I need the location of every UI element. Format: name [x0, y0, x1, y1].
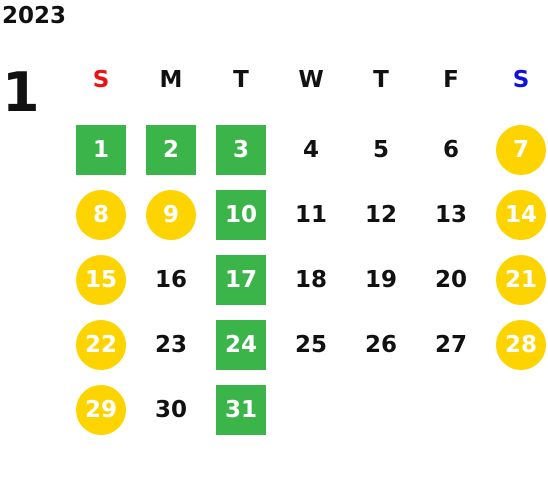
calendar-day-highlighted[interactable]: 24 — [216, 320, 266, 370]
calendar-day[interactable]: 25 — [294, 332, 327, 358]
calendar-day[interactable]: 18 — [294, 267, 327, 293]
weekday-header: S — [92, 67, 110, 93]
weekday-header: W — [298, 67, 324, 93]
weekday-header: S — [512, 67, 530, 93]
weekday-header: T — [233, 67, 249, 93]
calendar-day-highlighted[interactable]: 2 — [146, 125, 196, 175]
calendar-year: 2023 — [2, 3, 67, 29]
calendar-day-highlighted[interactable]: 17 — [216, 255, 266, 305]
calendar-day[interactable]: 11 — [294, 202, 327, 228]
weekday-header: F — [443, 67, 459, 93]
calendar-day[interactable]: 16 — [154, 267, 187, 293]
calendar-day[interactable]: 12 — [364, 202, 397, 228]
calendar-day-holiday[interactable]: 9 — [146, 190, 196, 240]
calendar-day[interactable]: 19 — [364, 267, 397, 293]
calendar-day-holiday[interactable]: 15 — [76, 255, 126, 305]
weekday-header: M — [159, 67, 183, 93]
calendar-day-holiday[interactable]: 8 — [76, 190, 126, 240]
calendar-day-holiday[interactable]: 22 — [76, 320, 126, 370]
calendar-day-holiday[interactable]: 21 — [496, 255, 546, 305]
calendar-day-holiday[interactable]: 7 — [496, 125, 546, 175]
calendar-day[interactable]: 23 — [154, 332, 187, 358]
weekday-header: T — [373, 67, 389, 93]
calendar-grid: S M T W T F S 1 2 3 4 5 6 7 8 9 10 11 12… — [66, 0, 548, 503]
calendar-day-holiday[interactable]: 14 — [496, 190, 546, 240]
calendar-day-holiday[interactable]: 29 — [76, 385, 126, 435]
calendar-day[interactable]: 13 — [434, 202, 467, 228]
calendar-day[interactable]: 5 — [372, 137, 389, 163]
calendar-day[interactable]: 6 — [442, 137, 459, 163]
calendar-day-holiday[interactable]: 28 — [496, 320, 546, 370]
calendar-day[interactable]: 20 — [434, 267, 467, 293]
calendar-day[interactable]: 4 — [302, 137, 319, 163]
calendar-day[interactable]: 26 — [364, 332, 397, 358]
calendar-day-highlighted[interactable]: 3 — [216, 125, 266, 175]
calendar-day[interactable]: 30 — [154, 397, 187, 423]
calendar-day-highlighted[interactable]: 10 — [216, 190, 266, 240]
calendar-day-highlighted[interactable]: 1 — [76, 125, 126, 175]
calendar-day[interactable]: 27 — [434, 332, 467, 358]
calendar-day-highlighted[interactable]: 31 — [216, 385, 266, 435]
calendar-month: 1 — [2, 61, 40, 124]
